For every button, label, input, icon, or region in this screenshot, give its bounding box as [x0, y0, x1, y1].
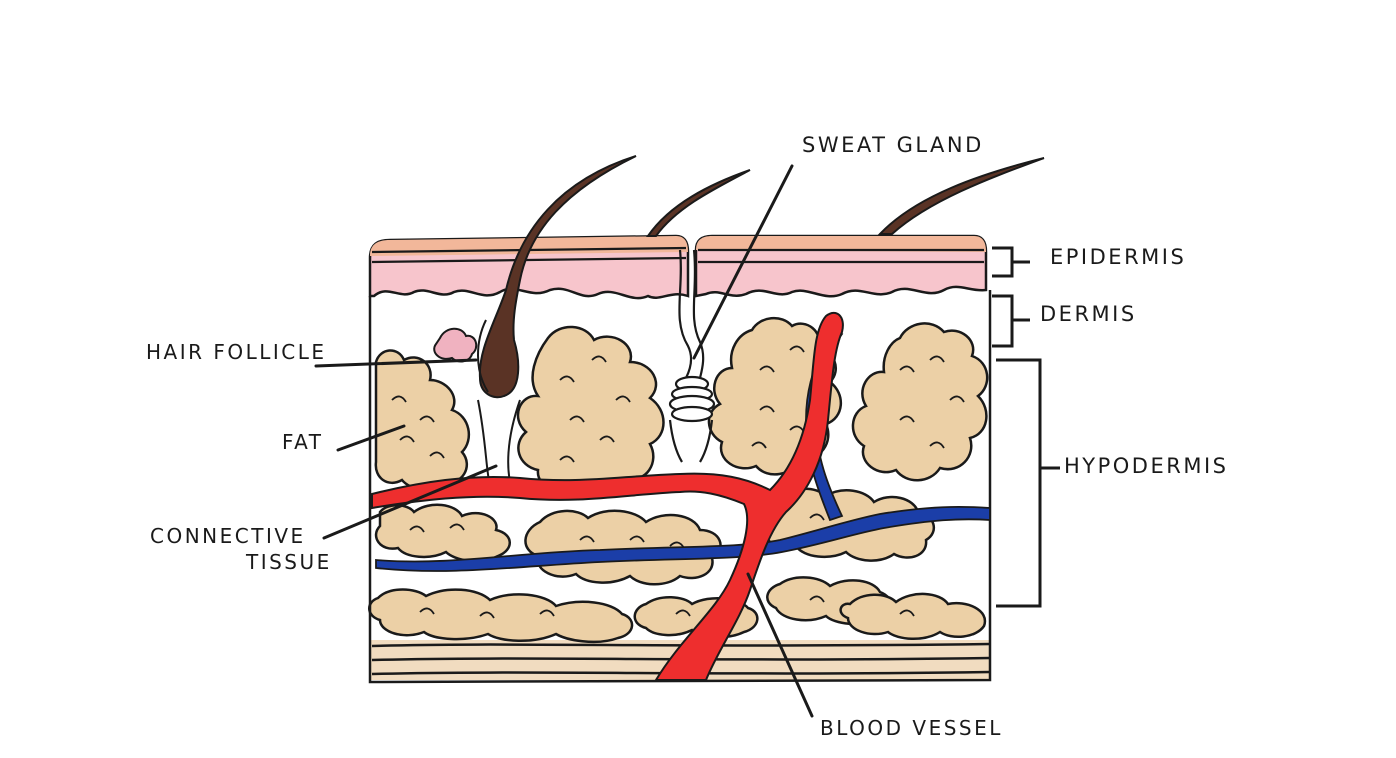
fat-lobule — [368, 588, 634, 644]
label-connective-tissue-line2: TISSUE — [246, 550, 332, 574]
label-connective-tissue-line1: CONNECTIVE — [150, 524, 306, 548]
label-dermis: DERMIS — [1040, 302, 1137, 326]
fat-lobule — [851, 322, 989, 482]
fat-lobule — [374, 503, 511, 563]
label-blood-vessel: BLOOD VESSEL — [820, 716, 1003, 740]
leader-lines — [314, 164, 814, 718]
fat-lobule — [516, 325, 665, 495]
fat-leader — [336, 424, 406, 452]
hair-strand — [646, 169, 751, 237]
label-fat: FAT — [282, 430, 324, 454]
fat-lobule — [524, 509, 722, 586]
hair-follicle — [477, 155, 637, 399]
label-hypodermis: HYPODERMIS — [1064, 454, 1229, 478]
dermis-bracket — [992, 294, 1030, 348]
sebaceous-gland — [433, 327, 478, 363]
label-sweat-gland: SWEAT GLAND — [802, 133, 984, 157]
label-epidermis: EPIDERMIS — [1050, 245, 1187, 269]
epidermis-layer — [694, 234, 988, 298]
hair-follicle-leader — [314, 358, 478, 368]
fat-lobule — [374, 349, 471, 491]
epidermis-bracket — [992, 246, 1030, 278]
hair-strand — [877, 157, 1045, 235]
connective-tissue-leader — [322, 464, 498, 540]
sweat-gland-leader — [692, 164, 794, 360]
blood-vessel-leader — [746, 572, 814, 718]
label-hair-follicle: HAIR FOLLICLE — [146, 340, 327, 364]
fat-lobule — [839, 592, 987, 640]
artery — [371, 311, 844, 681]
layer-brackets — [992, 246, 1060, 608]
sweat-gland — [668, 249, 716, 463]
hypodermis-bracket — [996, 358, 1060, 608]
